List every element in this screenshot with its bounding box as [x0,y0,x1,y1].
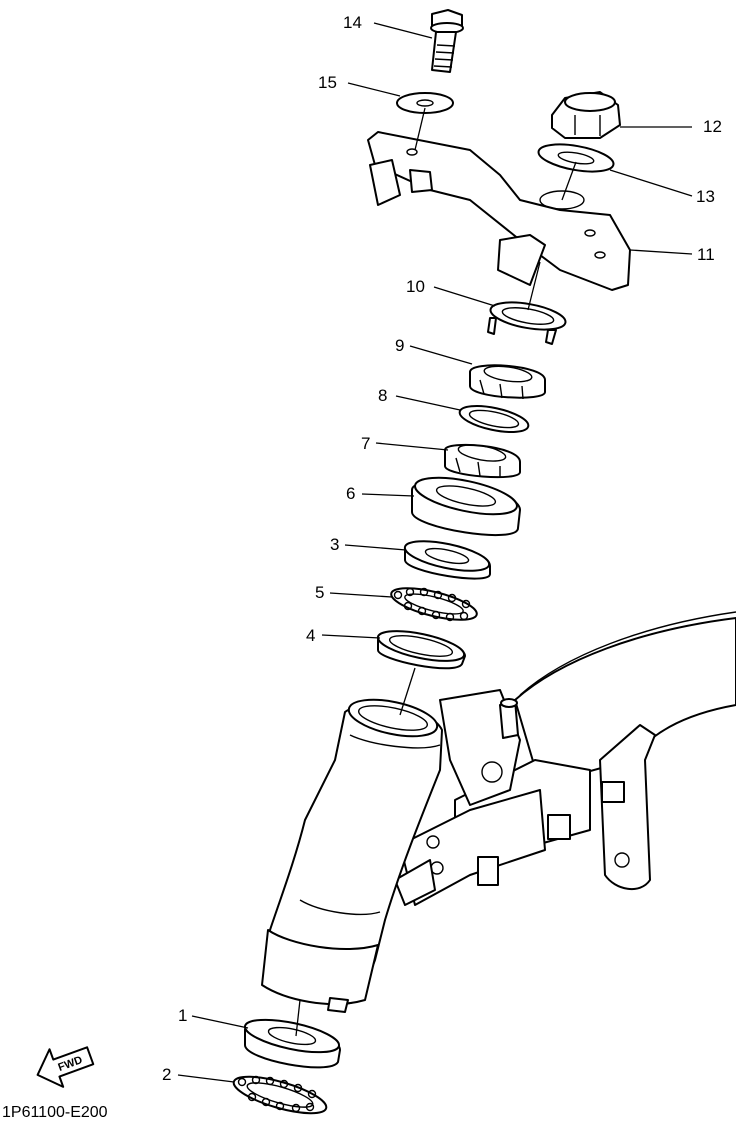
callout-5: 5 [315,583,324,602]
part-15-bolt-washer [396,92,454,114]
callout-4: 4 [306,626,315,645]
part-13-washer [537,143,615,173]
part-8-rubber-washer [458,405,530,433]
leader-lines [177,22,693,1083]
callout-1: 1 [178,1006,187,1025]
frame-drawing [261,611,736,1013]
callout-8: 8 [378,386,387,405]
callout-13: 13 [696,187,715,206]
callout-15: 15 [318,73,337,92]
callout-9: 9 [395,336,404,355]
part-14-bolt [430,9,464,73]
part-7-ring-nut-lower [444,443,521,479]
part-5-upper-ball-bearing [390,587,478,622]
callout-2: 2 [162,1065,171,1084]
part-1-lower-race [243,1018,341,1069]
part-2-lower-ball-bearing [232,1075,328,1115]
callout-10: 10 [406,277,425,296]
fwd-arrow-icon: FWD [36,1046,95,1088]
assembly-axis-lines [295,107,577,1037]
callout-11: 11 [697,245,715,264]
part-11-upper-bracket [367,131,631,291]
drawing-code: 1P61100-E200 [2,1104,108,1121]
part-10-lock-washer [487,301,567,345]
callout-12: 12 [703,117,722,136]
part-4-bearing-race [376,630,466,670]
part-6-bearing-cover [411,476,521,536]
callout-7: 7 [361,434,370,453]
callout-labels: 14 15 12 13 11 10 9 8 7 6 3 5 4 1 2 [162,13,722,1084]
callout-6: 6 [346,484,355,503]
part-3-bearing-race [403,540,491,580]
callout-3: 3 [330,535,339,554]
callout-14: 14 [343,13,362,32]
part-12-stem-nut [551,91,621,139]
part-9-ring-nut-upper [469,364,546,400]
